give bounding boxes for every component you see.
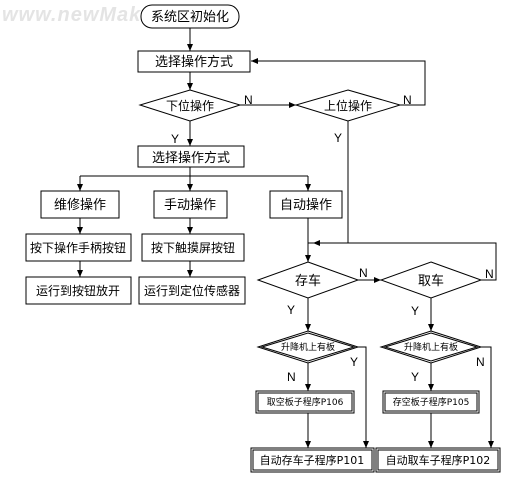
press-handle-button-label: 按下操作手柄按钮	[30, 240, 126, 255]
upper-op-decision: 上位操作	[294, 89, 402, 122]
manual-op-box: 手动操作	[153, 190, 228, 219]
run-to-release-label: 运行到按钮放开	[36, 283, 120, 298]
maintenance-op-label: 维修操作	[54, 197, 106, 213]
fetch-empty-plate-label: 取空板子程序P106	[267, 396, 344, 408]
store-car-label: 存车	[295, 273, 321, 289]
lower-op-label: 下位操作	[166, 98, 214, 113]
manual-op-label: 手动操作	[164, 197, 216, 213]
select-mode-box-2: 选择操作方式	[137, 145, 245, 168]
auto-op-box: 自动操作	[269, 190, 343, 219]
auto-fetch-label: 自动取车子程序P102	[386, 453, 491, 467]
edge-label-lower-y: Y	[171, 132, 179, 146]
edge-label-fetch-n: N	[485, 267, 494, 281]
lift-has-plate-decision-1: 升降机上有板	[256, 330, 360, 364]
edge-label-lift2-y: Y	[411, 370, 419, 384]
press-touch-button-label: 按下触摸屏按钮	[151, 240, 235, 255]
start-label: 系统区初始化	[151, 10, 229, 25]
upper-op-label: 上位操作	[324, 98, 372, 113]
store-empty-plate-box: 存空板子程序P105	[382, 390, 480, 414]
run-to-sensor-box: 运行到定位传感器	[138, 276, 246, 305]
edge-label-lift2-n: N	[476, 355, 485, 369]
auto-store-label: 自动存车子程序P101	[260, 453, 365, 467]
maintenance-op-box: 维修操作	[40, 190, 120, 219]
edge-label-upper-n: N	[403, 93, 412, 107]
select-mode-label-1: 选择操作方式	[155, 54, 233, 70]
auto-op-label: 自动操作	[280, 197, 332, 213]
edge-label-lift1-n: N	[287, 370, 296, 384]
fetch-car-decision: 取车	[379, 261, 483, 299]
lower-op-decision: 下位操作	[138, 89, 242, 122]
edge-label-upper-y: Y	[334, 131, 342, 145]
edge-label-store-y: Y	[287, 303, 295, 317]
fetch-car-label: 取车	[418, 273, 444, 289]
auto-store-box: 自动存车子程序P101	[250, 447, 375, 473]
fetch-empty-plate-box: 取空板子程序P106	[255, 390, 355, 414]
auto-fetch-box: 自动取车子程序P102	[375, 447, 501, 473]
run-to-sensor-label: 运行到定位传感器	[144, 283, 240, 298]
edge-label-fetch-y: Y	[411, 304, 419, 318]
select-mode-label-2: 选择操作方式	[152, 150, 230, 166]
start-terminal: 系统区初始化	[140, 4, 240, 29]
store-car-decision: 存车	[256, 261, 360, 299]
edge-label-lower-n: N	[244, 93, 253, 107]
edge-label-lift1-y: Y	[350, 355, 358, 369]
select-mode-box-1: 选择操作方式	[137, 50, 251, 73]
lift-has-plate-label-1: 升降机上有板	[281, 341, 335, 353]
edge-label-store-n: N	[359, 266, 368, 280]
connector-lines	[77, 28, 497, 448]
press-handle-button-box: 按下操作手柄按钮	[25, 233, 132, 262]
store-empty-plate-label: 存空板子程序P105	[393, 396, 470, 408]
lift-has-plate-decision-2: 升降机上有板	[379, 330, 483, 364]
lift-has-plate-label-2: 升降机上有板	[404, 341, 458, 353]
press-touch-button-box: 按下触摸屏按钮	[141, 233, 245, 262]
run-to-release-box: 运行到按钮放开	[25, 276, 132, 305]
edge-labels: N Y N Y N Y N Y N Y Y N	[171, 93, 494, 384]
